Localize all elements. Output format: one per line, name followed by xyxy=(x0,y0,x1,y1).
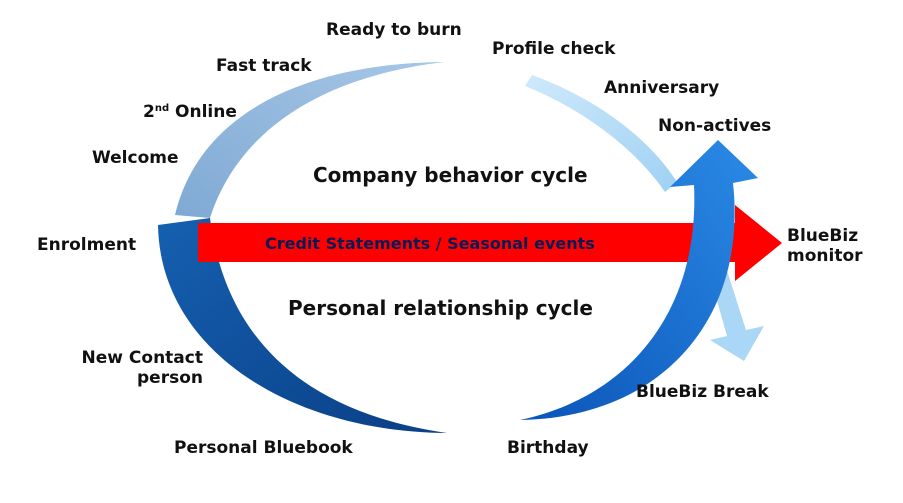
label-bluebiz-monitor-line2: monitor xyxy=(787,246,863,266)
label-fast-track: Fast track xyxy=(216,56,312,76)
label-anniversary: Anniversary xyxy=(604,78,720,98)
label-birthday: Birthday xyxy=(507,438,589,458)
label-new-contact-line2: person xyxy=(137,368,203,388)
label-bluebiz-monitor-line1: BlueBiz xyxy=(787,226,859,246)
label-new-contact-line1: New Contact xyxy=(81,348,203,368)
label-new-contact: New Contact person xyxy=(70,348,203,388)
label-second-online: 2nd Online xyxy=(143,99,237,122)
banner-arrow xyxy=(198,205,782,281)
company-cycle-arc xyxy=(175,62,445,218)
company-cycle-title: Company behavior cycle xyxy=(313,163,588,187)
label-second-online-text: Online xyxy=(175,102,237,122)
right-cycle-arrow xyxy=(520,140,758,420)
label-second-online-sup: nd xyxy=(154,103,170,114)
anniversary-arc xyxy=(525,75,677,192)
label-second-online-ord: 2 xyxy=(143,102,155,122)
label-enrolment: Enrolment xyxy=(37,235,137,255)
label-bluebiz-break: BlueBiz Break xyxy=(636,382,769,402)
label-personal-bluebook: Personal Bluebook xyxy=(174,438,353,458)
banner-text: Credit Statements / Seasonal events xyxy=(265,234,595,253)
label-ready-to-burn: Ready to burn xyxy=(326,20,462,40)
label-bluebiz-monitor: BlueBiz monitor xyxy=(787,226,863,266)
personal-cycle-title: Personal relationship cycle xyxy=(288,296,593,320)
label-welcome: Welcome xyxy=(92,148,179,168)
personal-cycle-arc xyxy=(158,218,447,433)
label-non-actives: Non-actives xyxy=(658,116,772,136)
label-profile-check: Profile check xyxy=(492,39,616,59)
